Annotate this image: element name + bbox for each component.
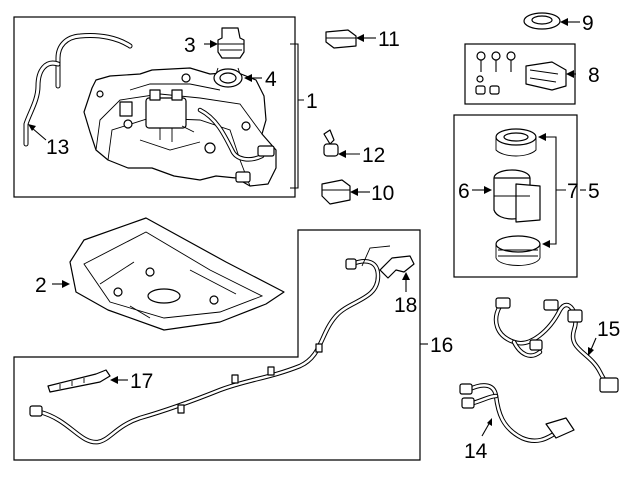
harness-group-box [13,229,421,461]
callout-15: 15 [597,318,620,341]
callout-13: 13 [46,136,69,159]
callout-9: 9 [582,12,594,35]
callout-11: 11 [378,28,400,51]
callout-10: 10 [371,182,394,205]
fuel-tank-part [83,67,277,187]
callout-4: 4 [265,68,277,91]
tank-shield-part [69,217,285,331]
valve-part [323,129,339,157]
callout-12: 12 [362,144,385,167]
callout-16: 16 [430,334,453,357]
callout-1: 1 [306,90,318,113]
callout-18: 18 [394,294,417,317]
callout-17: 17 [130,370,153,393]
fuel-tank-group-box [13,16,296,198]
callout-2: 2 [35,274,47,297]
tank-cap-part [217,27,245,59]
sensor-part [321,179,351,205]
bracket-part [379,255,415,279]
leader-lines [28,18,597,437]
bolt-kit-part [475,51,567,95]
pump-harness-part [493,297,619,393]
callout-labels: 1 2 3 4 5 6 7 8 9 10 11 12 13 14 15 16 1… [35,12,620,463]
callout-5: 5 [588,180,600,203]
harness-part [29,245,391,445]
clip-strip-part [47,369,111,393]
callout-7: 7 [567,180,579,203]
module-part [325,29,357,49]
vent-hose-part [23,33,133,147]
callout-3: 3 [184,34,196,57]
fuel-pump-part [493,128,541,266]
fuel-pump-group-box [453,114,578,278]
callout-6: 6 [458,180,470,203]
callout-14: 14 [464,440,488,463]
callout-8: 8 [588,64,600,87]
return-harness-part [459,383,575,443]
pump-cover-part [523,12,561,30]
lock-ring-part [213,67,243,88]
